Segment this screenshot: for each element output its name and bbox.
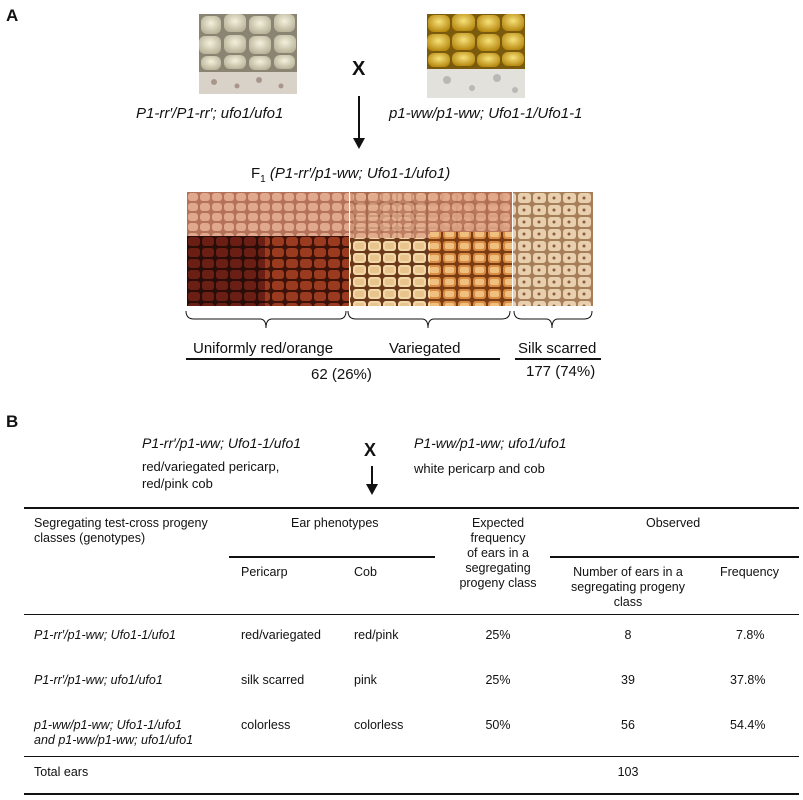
row-pericarp: red/variegated <box>241 628 321 642</box>
class-uniform-label: Uniformly red/orange <box>193 340 334 357</box>
row-cob: colorless <box>354 718 404 732</box>
row-frequency: 37.8% <box>730 673 766 687</box>
row-cob: red/pink <box>354 628 399 642</box>
class-variegated-label: Variegated <box>389 340 461 357</box>
row-number: 39 <box>621 673 635 687</box>
row-number: 56 <box>621 718 635 732</box>
row-pericarp: silk scarred <box>241 673 305 687</box>
header-class-1: Segregating test-cross progeny <box>34 516 208 530</box>
table-total-rule <box>24 756 799 757</box>
table-header-rule <box>24 614 799 615</box>
total-ears-value: 103 <box>617 765 639 779</box>
header-pericarp: Pericarp <box>241 565 288 579</box>
cross-symbol-a: X <box>352 58 366 80</box>
row-pericarp: colorless <box>241 718 291 732</box>
cross-arrow-a <box>358 96 360 140</box>
group-line-left <box>186 358 500 360</box>
class-silk-label: Silk scarred <box>518 340 597 357</box>
header-cob: Cob <box>354 565 377 579</box>
b-parent-right-pheno: white pericarp and cob <box>414 461 545 476</box>
cross-arrow-a-head <box>353 138 365 149</box>
row-expected: 25% <box>485 673 511 687</box>
row-genotype: P1-rr′/p1-ww; ufo1/ufo1 <box>34 673 163 687</box>
b-parent-left-genotype: P1-rr′/p1-ww; Ufo1-1/ufo1 <box>142 435 302 451</box>
white-kernel-ear-image <box>199 14 297 94</box>
cross-arrow-b <box>371 466 373 486</box>
row-genotype: P1-rr′/p1-ww; Ufo1-1/ufo1 <box>34 628 176 642</box>
row-expected: 25% <box>485 628 511 642</box>
header-class-2: classes (genotypes) <box>34 531 146 545</box>
panel-b-label: B <box>6 412 19 431</box>
group-line-right <box>515 358 601 360</box>
row-genotype-2: and p1-ww/p1-ww; ufo1/ufo1 <box>34 733 194 747</box>
cross-arrow-b-head <box>366 484 378 495</box>
header-number: Number of ears in a segregating progeny … <box>571 565 685 609</box>
yellow-kernel-ear-image <box>427 14 525 98</box>
f1-label: F1 (P1-rr′/p1-ww; Ufo1-1/ufo1) <box>251 165 451 185</box>
header-ear-phenotypes: Ear phenotypes <box>291 516 379 530</box>
b-parent-left-pheno-2: red/pink cob <box>142 476 213 491</box>
panel-a-label: A <box>6 6 19 25</box>
table-top-rule <box>24 507 799 509</box>
observed-rule <box>550 556 799 558</box>
b-parent-right-genotype: P1-ww/p1-ww; ufo1/ufo1 <box>414 435 567 451</box>
row-expected: 50% <box>485 718 511 732</box>
parent-left-genotype: P1-rr′/P1-rr′; ufo1/ufo1 <box>136 105 284 122</box>
count-left: 62 (26%) <box>311 366 372 383</box>
total-ears-label: Total ears <box>34 765 89 779</box>
b-parent-left-pheno-1: red/variegated pericarp, <box>142 459 280 474</box>
header-observed: Observed <box>646 516 701 530</box>
row-frequency: 7.8% <box>736 628 765 642</box>
row-number: 8 <box>624 628 632 642</box>
header-expected: Expected frequency of ears in a segregat… <box>459 516 537 590</box>
row-frequency: 54.4% <box>730 718 766 732</box>
parent-right-genotype: p1-ww/p1-ww; Ufo1-1/Ufo1-1 <box>389 105 583 122</box>
header-frequency: Frequency <box>720 565 780 579</box>
row-cob: pink <box>354 673 377 687</box>
count-right: 177 (74%) <box>526 363 596 380</box>
ear-phenotypes-rule <box>229 556 435 558</box>
phenotype-brackets <box>185 310 593 329</box>
f1-ears-image <box>187 192 593 306</box>
row-genotype: p1-ww/p1-ww; Ufo1-1/ufo1 <box>34 718 182 732</box>
table-bottom-rule <box>24 793 799 795</box>
cross-symbol-b: X <box>364 440 377 460</box>
